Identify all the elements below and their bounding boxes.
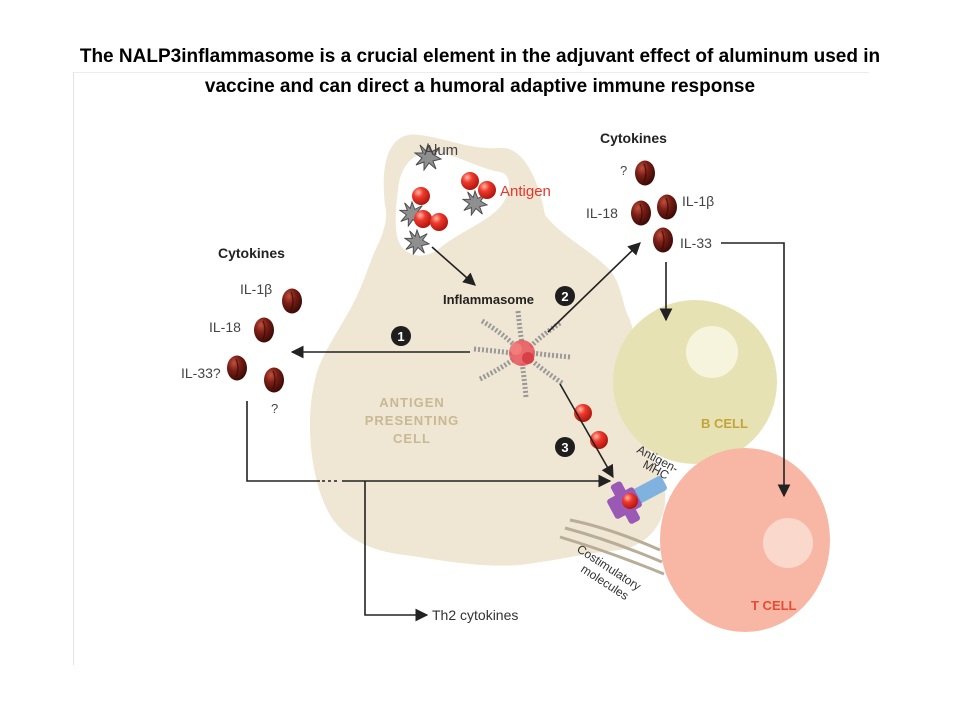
cytokine-icon — [263, 366, 285, 394]
arrow-cytokines-to-mhc — [246, 401, 320, 482]
step-3-label: 3 — [561, 440, 568, 455]
cytokine-icon — [226, 354, 248, 382]
left-il33-label: IL-33? — [181, 365, 221, 381]
step-badge-2: 2 — [555, 286, 575, 306]
arrow-to-th2 — [364, 481, 429, 622]
right-il1b-label: IL-1β — [682, 193, 714, 209]
th2-cytokines-label: Th2 cytokines — [432, 607, 518, 623]
antigen-particle — [478, 181, 496, 199]
apc-label-line2: PRESENTING — [365, 413, 460, 428]
slide-title: The NALP3inflammasome is a crucial eleme… — [30, 42, 930, 102]
b-cell-label: B CELL — [701, 416, 748, 431]
antigen-particle — [430, 213, 448, 231]
apc-label-line1: ANTIGEN — [379, 395, 445, 410]
inflammasome-icon — [473, 310, 571, 398]
left-unknown-label: ? — [271, 401, 278, 416]
cytokine-icon — [634, 159, 656, 187]
cytokine-icon — [630, 199, 652, 227]
pathway-arrows — [246, 242, 791, 622]
t-cell-label: T CELL — [751, 598, 797, 613]
step-2-label: 2 — [561, 289, 568, 304]
arrow-step-2 — [547, 242, 641, 333]
antigen-particle — [461, 172, 479, 190]
cytokine-icon — [281, 287, 303, 315]
cytokine-icon — [652, 226, 674, 254]
antigen-label: Antigen — [500, 183, 551, 200]
right-il18-label: IL-18 — [586, 205, 618, 221]
arrow-alum-to-inflammasome — [431, 246, 476, 286]
right-cytokines-heading: Cytokines — [600, 130, 667, 146]
cytokine-icon — [656, 193, 678, 221]
title-line-2: vaccine and can direct a humoral adaptiv… — [204, 76, 756, 97]
step-badge-3: 3 — [555, 437, 575, 457]
right-unknown-label: ? — [620, 163, 627, 178]
left-cytokines-heading: Cytokines — [218, 245, 285, 261]
alum-vacuole — [395, 151, 510, 256]
inflammasome-label: Inflammasome — [443, 292, 534, 307]
apc-label-line3: CELL — [393, 431, 431, 446]
step-badge-1: 1 — [391, 326, 411, 346]
diagram-figure — [73, 72, 869, 665]
cytokine-icon — [253, 316, 275, 344]
arrow-il33-to-tcell — [721, 242, 791, 498]
antigen-particle — [412, 187, 430, 205]
b-cell — [613, 300, 777, 464]
arrow-step-3 — [559, 383, 614, 479]
title-line-1: The NALP3inflammasome is a crucial eleme… — [79, 46, 881, 67]
costimulatory-lines — [559, 518, 665, 576]
b-cell-nucleus — [686, 326, 738, 378]
alum-label: Alum — [424, 142, 458, 159]
mhc-antigen-dot — [622, 493, 638, 509]
step-1-label: 1 — [397, 329, 404, 344]
t-cell-nucleus — [763, 518, 813, 568]
right-il33-label: IL-33 — [680, 235, 712, 251]
left-il1b-label: IL-1β — [240, 281, 272, 297]
antigen-particle — [414, 210, 432, 228]
left-il18-label: IL-18 — [209, 319, 241, 335]
